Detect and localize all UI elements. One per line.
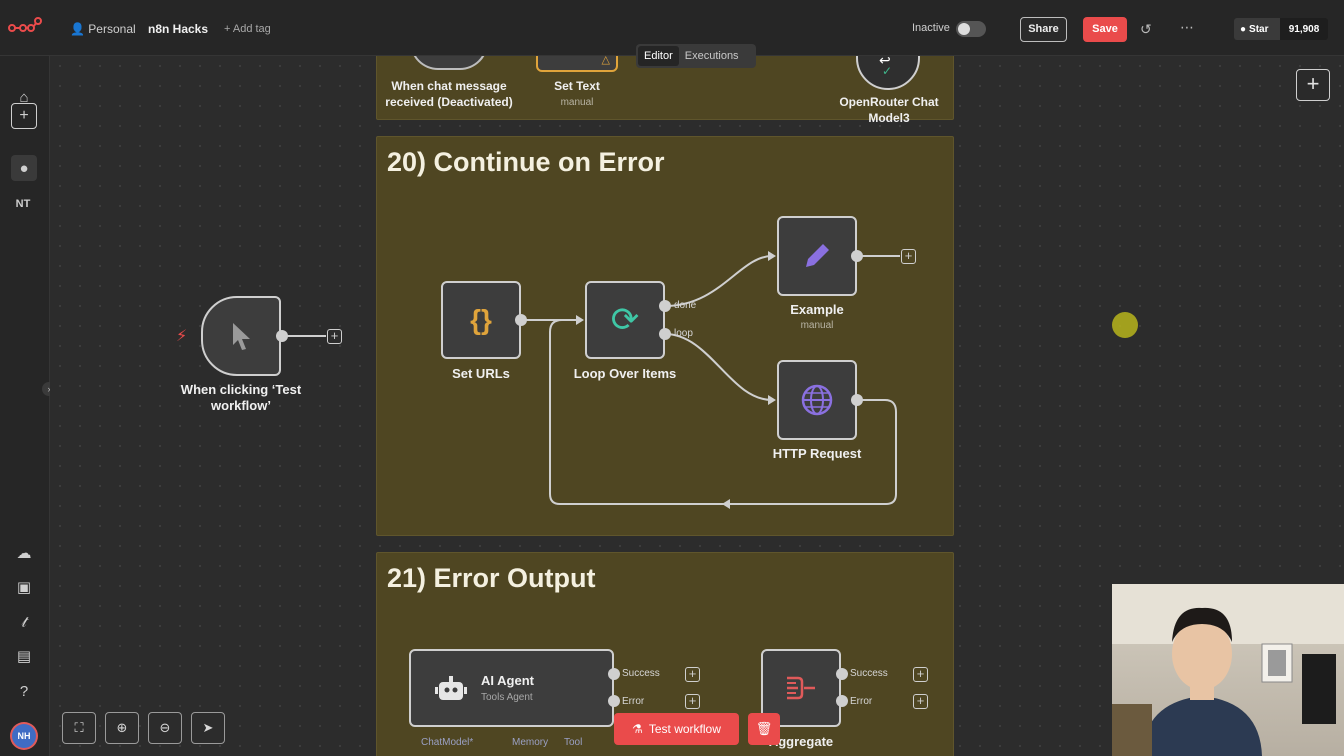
zoom-in-icon[interactable]: ⊕ (105, 712, 139, 744)
n8n-logo-icon[interactable] (8, 16, 42, 36)
trigger-output-handle[interactable] (276, 330, 288, 342)
example-label: Example (790, 302, 844, 317)
agent-port-error: Error (622, 696, 645, 707)
create-new-icon[interactable]: + (11, 103, 37, 129)
example-node[interactable] (777, 216, 857, 296)
http-output-handle[interactable] (851, 394, 863, 406)
delete-icon[interactable]: 🗑 (748, 713, 780, 745)
set-text-label: Set Text (554, 79, 600, 93)
breadcrumb-project[interactable]: 👤 Personal (70, 22, 136, 36)
agent-success-add-button[interactable]: + (685, 667, 700, 682)
history-icon[interactable]: ↺ (1140, 21, 1152, 37)
warning-icon: △ (601, 56, 610, 66)
ai-agent-sub: Tools Agent (481, 692, 533, 703)
aggregate-icon (787, 676, 815, 700)
save-button[interactable]: Save (1083, 17, 1127, 42)
cloud-icon[interactable]: ☁ (16, 545, 32, 562)
openrouter-label: OpenRouter Chat Model3 (839, 95, 939, 125)
aggregate-success-add-button[interactable]: + (913, 667, 928, 682)
tab-executions[interactable]: Executions (684, 50, 739, 62)
home-icon[interactable]: ⌂ (19, 88, 29, 106)
workflow-name[interactable]: n8n Hacks (148, 22, 209, 36)
github-icon: ● (1240, 23, 1247, 35)
chat-trigger-label: When chat message received (Deactivated) (385, 79, 513, 109)
aggregate-port-success: Success (850, 668, 888, 679)
example-add-node-button[interactable]: + (901, 249, 916, 264)
trigger-add-node-button[interactable]: + (327, 329, 342, 344)
example-sub: manual (800, 320, 834, 331)
set-urls-node[interactable]: {} (441, 281, 521, 359)
github-star-button[interactable]: ●Star 91,908 (1234, 18, 1328, 40)
agent-sub-chatmodel[interactable]: ChatModel* (421, 737, 474, 748)
agent-sub-memory[interactable]: Memory (512, 737, 549, 748)
manual-trigger-label: When clicking ‘Test workflow’ (180, 382, 302, 413)
check-icon: ✓ (882, 64, 893, 78)
globe-icon (801, 384, 833, 416)
aggregate-node[interactable] (761, 649, 841, 727)
sticky-title-21: 21) Error Output (387, 563, 596, 593)
editor-tabs: Editor Executions (636, 44, 756, 68)
active-toggle[interactable] (956, 21, 986, 37)
agent-sub-tool[interactable]: Tool (564, 737, 583, 748)
active-status-label: Inactive (912, 22, 950, 34)
agent-error-add-button[interactable]: + (685, 694, 700, 709)
webcam-overlay (1112, 584, 1344, 756)
pencil-icon (806, 244, 829, 267)
port-label-loop: loop (674, 328, 693, 339)
trigger-bolt-icon: ⚡ (176, 328, 188, 345)
user-projects-icon[interactable]: ● (11, 155, 37, 181)
share-button[interactable]: Share (1020, 17, 1067, 42)
manual-trigger-node[interactable] (201, 296, 281, 376)
insights-icon[interactable]: ▤ (16, 648, 32, 665)
user-icon: 👤 (70, 22, 85, 36)
avatar[interactable]: NH (12, 724, 36, 748)
user-initials-item[interactable]: NT (15, 198, 31, 210)
presenter-video-image (1112, 584, 1344, 756)
zoom-out-icon[interactable]: ⊖ (148, 712, 182, 744)
ai-agent-node[interactable]: AI Agent Tools Agent (409, 649, 614, 727)
variables-icon[interactable]: 𝓉 (21, 613, 27, 631)
templates-icon[interactable]: ▣ (16, 579, 32, 596)
http-request-label: HTTP Request (772, 446, 862, 461)
mouse-cursor-highlight (1112, 312, 1138, 338)
agent-port-success: Success (622, 668, 660, 679)
help-icon[interactable]: ? (19, 682, 29, 700)
refresh-loop-icon: ⟳ (610, 301, 640, 339)
loop-over-items-label: Loop Over Items (573, 366, 677, 381)
cursor-pointer-icon (233, 323, 250, 350)
github-star-count: 91,908 (1280, 18, 1328, 40)
add-tag-link[interactable]: + Add tag (224, 23, 271, 35)
aggregate-error-add-button[interactable]: + (913, 694, 928, 709)
set-urls-label: Set URLs (452, 366, 510, 381)
port-label-done: done (674, 300, 697, 311)
set-text-node[interactable]: △ (536, 56, 618, 72)
loop-over-items-node[interactable]: ⟳ (585, 281, 665, 359)
test-workflow-button[interactable]: ⚗ Test workflow (614, 713, 739, 745)
agent-error-handle[interactable] (608, 695, 620, 707)
braces-icon: {} (470, 304, 492, 335)
openrouter-icon: ↩ (879, 56, 891, 68)
aggregate-port-error: Error (850, 696, 873, 707)
http-request-node[interactable] (777, 360, 857, 440)
add-node-button[interactable]: + (1296, 69, 1330, 101)
sidebar: + ⌂ ● NT ☁ ▣ 𝓉 ▤ ? NH (0, 56, 50, 756)
tidy-up-icon[interactable]: ➤ (191, 712, 225, 744)
aggregate-label: Aggregate (768, 734, 834, 749)
robot-icon (435, 676, 467, 700)
fit-view-icon[interactable]: ⛶ (62, 712, 96, 744)
more-options-icon[interactable]: ⋯ (1180, 19, 1195, 35)
flask-icon: ⚗ (632, 722, 643, 736)
aggregate-error-handle[interactable] (836, 695, 848, 707)
set-text-sub: manual (560, 97, 594, 108)
agent-success-handle[interactable] (608, 668, 620, 680)
sticky-title-20: 20) Continue on Error (387, 147, 665, 177)
loop-done-handle[interactable] (659, 300, 671, 312)
ai-agent-label: AI Agent (481, 673, 534, 688)
example-output-handle[interactable] (851, 250, 863, 262)
tab-editor[interactable]: Editor (638, 46, 679, 66)
aggregate-success-handle[interactable] (836, 668, 848, 680)
loop-loop-handle[interactable] (659, 328, 671, 340)
set-urls-output-handle[interactable] (515, 314, 527, 326)
